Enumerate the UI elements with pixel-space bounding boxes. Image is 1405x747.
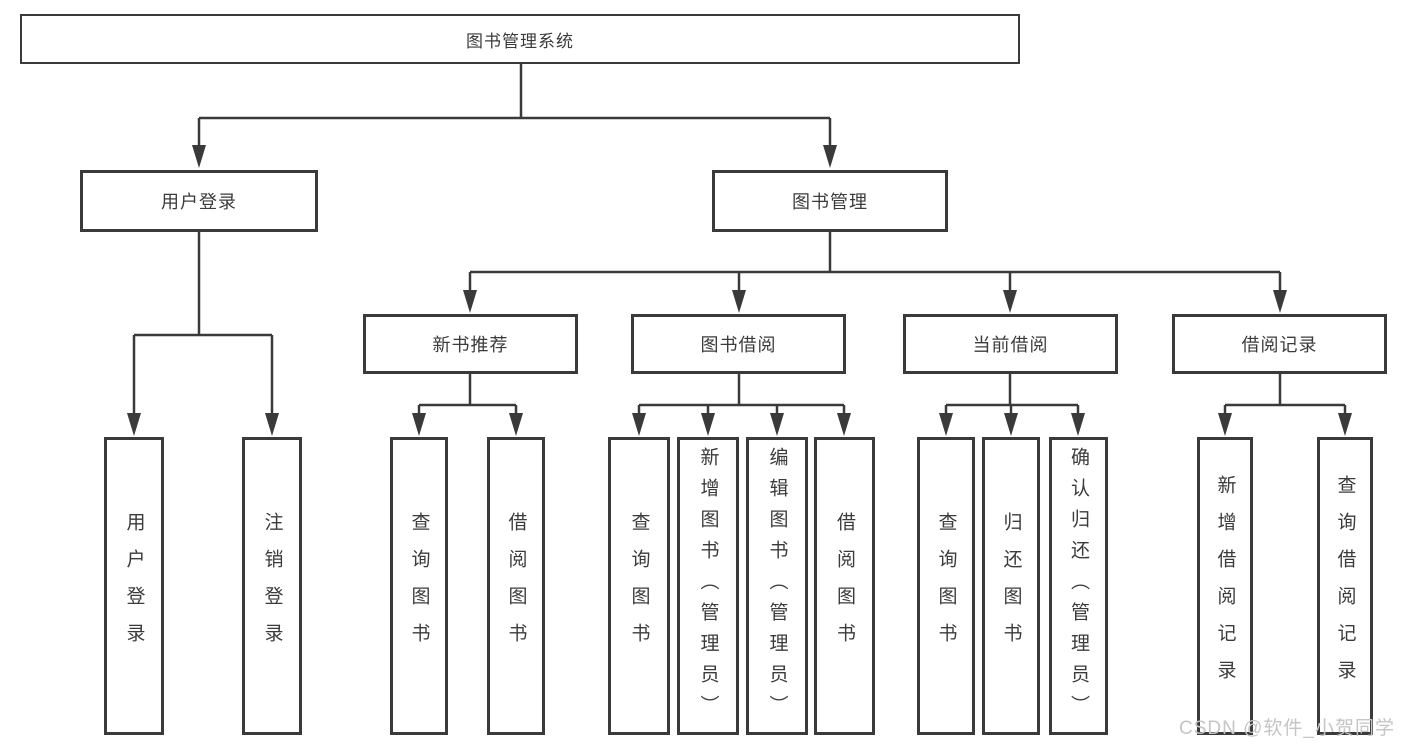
arrowhead [770,413,784,436]
arrowhead [632,413,646,436]
arrowhead [412,413,426,436]
leaf-user-login-label: 用户登录 [123,512,145,660]
leaf-query-books-1-label: 查询图书 [408,512,430,660]
arrowhead [509,413,523,436]
leaf-borrow-books-2-label: 借阅图书 [834,512,855,660]
node-user-login-label: 用户登录 [161,192,237,212]
leaf-borrow-books-2: 借阅图书 [814,437,875,735]
arrowhead [1071,413,1085,436]
node-borrow-records-label: 借阅记录 [1241,335,1318,355]
leaf-user-login: 用户登录 [104,437,164,735]
leaf-add-books-admin-label: 新增图书（管理员） [697,446,719,726]
leaf-add-borrow-record-label: 新增借阅记录 [1214,475,1236,697]
arrowhead [837,413,851,436]
node-book-management-label: 图书管理 [792,192,868,212]
node-new-book-recommend: 新书推荐 [363,314,578,374]
arrowhead [823,145,837,168]
leaf-add-books-admin: 新增图书（管理员） [677,437,739,735]
leaf-return-books-label: 归还图书 [1000,512,1022,660]
leaf-borrow-books-1-label: 借阅图书 [505,512,527,660]
leaf-borrow-books-1: 借阅图书 [487,437,545,735]
arrowhead [127,413,141,436]
arrowhead [1218,413,1232,436]
node-root-label: 图书管理系统 [466,31,574,51]
arrowhead [939,413,953,436]
connector-records-to-leaves [1223,374,1347,414]
connector-bookmgmt-to-level3 [468,232,1282,291]
arrowhead [1004,413,1018,436]
leaf-query-books-3-label: 查询图书 [935,512,957,660]
arrowhead [463,290,477,313]
node-book-management: 图书管理 [712,170,948,232]
node-user-login: 用户登录 [80,170,318,232]
leaf-logout-login: 注销登录 [242,437,302,735]
connector-newbook-to-leaves [417,374,518,414]
node-book-borrow-label: 图书借阅 [700,335,777,355]
leaf-query-books-2-label: 查询图书 [628,512,650,660]
csdn-watermark: CSDN @软件_小贺同学 [1179,718,1395,739]
node-current-borrow-label: 当前借阅 [972,335,1049,355]
arrowhead [192,145,206,168]
leaf-query-books-2: 查询图书 [608,437,670,735]
leaf-edit-books-admin: 编辑图书（管理员） [746,437,808,735]
connector-currentborrow-to-leaves [944,374,1080,414]
leaf-confirm-return-admin: 确认归还（管理员） [1049,437,1108,735]
connector-root-to-level2 [197,64,832,147]
node-borrow-records: 借阅记录 [1172,314,1387,374]
leaf-logout-login-label: 注销登录 [261,512,283,660]
node-book-borrow: 图书借阅 [631,314,846,374]
arrowhead [1273,290,1287,313]
leaf-query-books-1: 查询图书 [390,437,448,735]
arrowhead [701,413,715,436]
leaf-confirm-return-admin-label: 确认归还（管理员） [1068,446,1089,726]
leaf-return-books: 归还图书 [982,437,1040,735]
leaf-add-borrow-record: 新增借阅记录 [1197,437,1253,735]
arrowhead [1338,413,1352,436]
arrowhead [732,290,746,313]
node-new-book-recommend-label: 新书推荐 [432,335,509,355]
node-root: 图书管理系统 [20,14,1020,64]
arrowhead [265,413,279,436]
connector-bookborrow-to-leaves [637,374,846,414]
connector-userlogin-to-leaves [132,232,274,414]
leaf-query-borrow-record-label: 查询借阅记录 [1334,475,1356,697]
leaf-query-books-3: 查询图书 [917,437,975,735]
leaf-edit-books-admin-label: 编辑图书（管理员） [766,446,788,726]
leaf-query-borrow-record: 查询借阅记录 [1317,437,1373,735]
arrowhead [1003,290,1017,313]
node-current-borrow: 当前借阅 [903,314,1118,374]
